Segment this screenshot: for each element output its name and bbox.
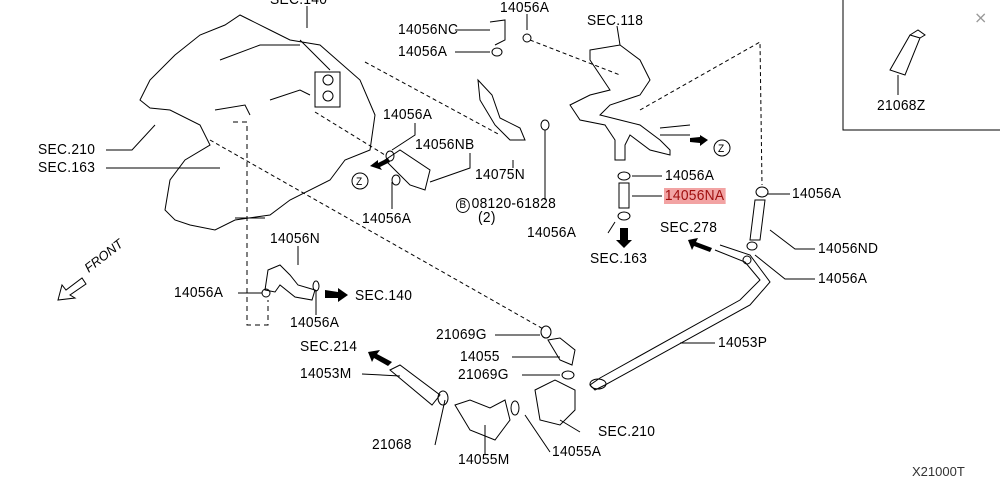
bolt-marker-icon: B — [456, 198, 470, 213]
label-14056na-highlighted[interactable]: 14056NA — [664, 187, 726, 204]
label-14056a[interactable]: 14056A — [500, 0, 550, 16]
label-14056a[interactable]: 14056A — [362, 210, 412, 227]
direction-arrows — [325, 135, 712, 366]
label-21068[interactable]: 21068 — [372, 436, 412, 453]
label-sec214[interactable]: SEC.214 — [300, 338, 358, 355]
label-14056a[interactable]: 14056A — [527, 224, 577, 241]
label-sec163[interactable]: SEC.163 — [38, 159, 96, 176]
inset-frame — [842, 0, 1000, 131]
label-14056a[interactable]: 14056A — [290, 314, 340, 331]
label-sec278[interactable]: SEC.278 — [660, 219, 718, 236]
front-arrow — [57, 277, 87, 301]
label-sec140[interactable]: SEC.140 — [355, 287, 413, 304]
label-14056a[interactable]: 14056A — [174, 284, 224, 301]
water-outlet — [569, 44, 691, 161]
label-14056a[interactable]: 14056A — [665, 167, 715, 184]
z-marker-icon: Z — [718, 143, 725, 155]
bolt-part-number: 08120-61828 — [471, 195, 557, 212]
label-14055a[interactable]: 14055A — [552, 443, 602, 460]
label-14053p[interactable]: 14053P — [718, 334, 768, 351]
label-14075n[interactable]: 14075N — [475, 166, 526, 183]
label-sec118[interactable]: SEC.118 — [587, 12, 644, 29]
pipe-14053m — [389, 364, 441, 406]
label-bolt-qty: (2) — [478, 209, 496, 226]
label-21069g[interactable]: 21069G — [458, 366, 509, 383]
close-icon[interactable]: × — [974, 8, 988, 27]
label-14056n[interactable]: 14056N — [270, 230, 321, 247]
engine-detail — [214, 39, 331, 116]
thermostat-housing — [534, 379, 576, 426]
z-marker-icon: Z — [356, 176, 363, 188]
label-14056a[interactable]: 14056A — [792, 185, 842, 202]
sealant-tube — [889, 29, 926, 76]
label-sec163[interactable]: SEC.163 — [590, 250, 648, 267]
label-14055m[interactable]: 14055M — [458, 451, 510, 468]
label-14056nb[interactable]: 14056NB — [415, 136, 475, 153]
label-14053m[interactable]: 14053M — [300, 365, 352, 382]
label-sec210[interactable]: SEC.210 — [598, 423, 656, 440]
label-14056a[interactable]: 14056A — [398, 43, 448, 60]
label-14056a[interactable]: 14056A — [383, 106, 433, 123]
label-14056nc[interactable]: 14056NC — [398, 21, 459, 38]
label-14056a[interactable]: 14056A — [818, 270, 868, 287]
label-14055[interactable]: 14055 — [460, 348, 500, 365]
label-14056nd[interactable]: 14056ND — [818, 240, 879, 257]
diagram-code: X21000T — [912, 464, 965, 479]
label-sec210[interactable]: SEC.210 — [38, 141, 96, 158]
label-sec140-top[interactable]: SEC.140 — [270, 0, 327, 8]
leader-lines — [106, 6, 899, 455]
label-21069g[interactable]: 21069G — [436, 326, 487, 343]
engine-outline — [139, 14, 376, 231]
label-21068z[interactable]: 21068Z — [877, 97, 926, 114]
